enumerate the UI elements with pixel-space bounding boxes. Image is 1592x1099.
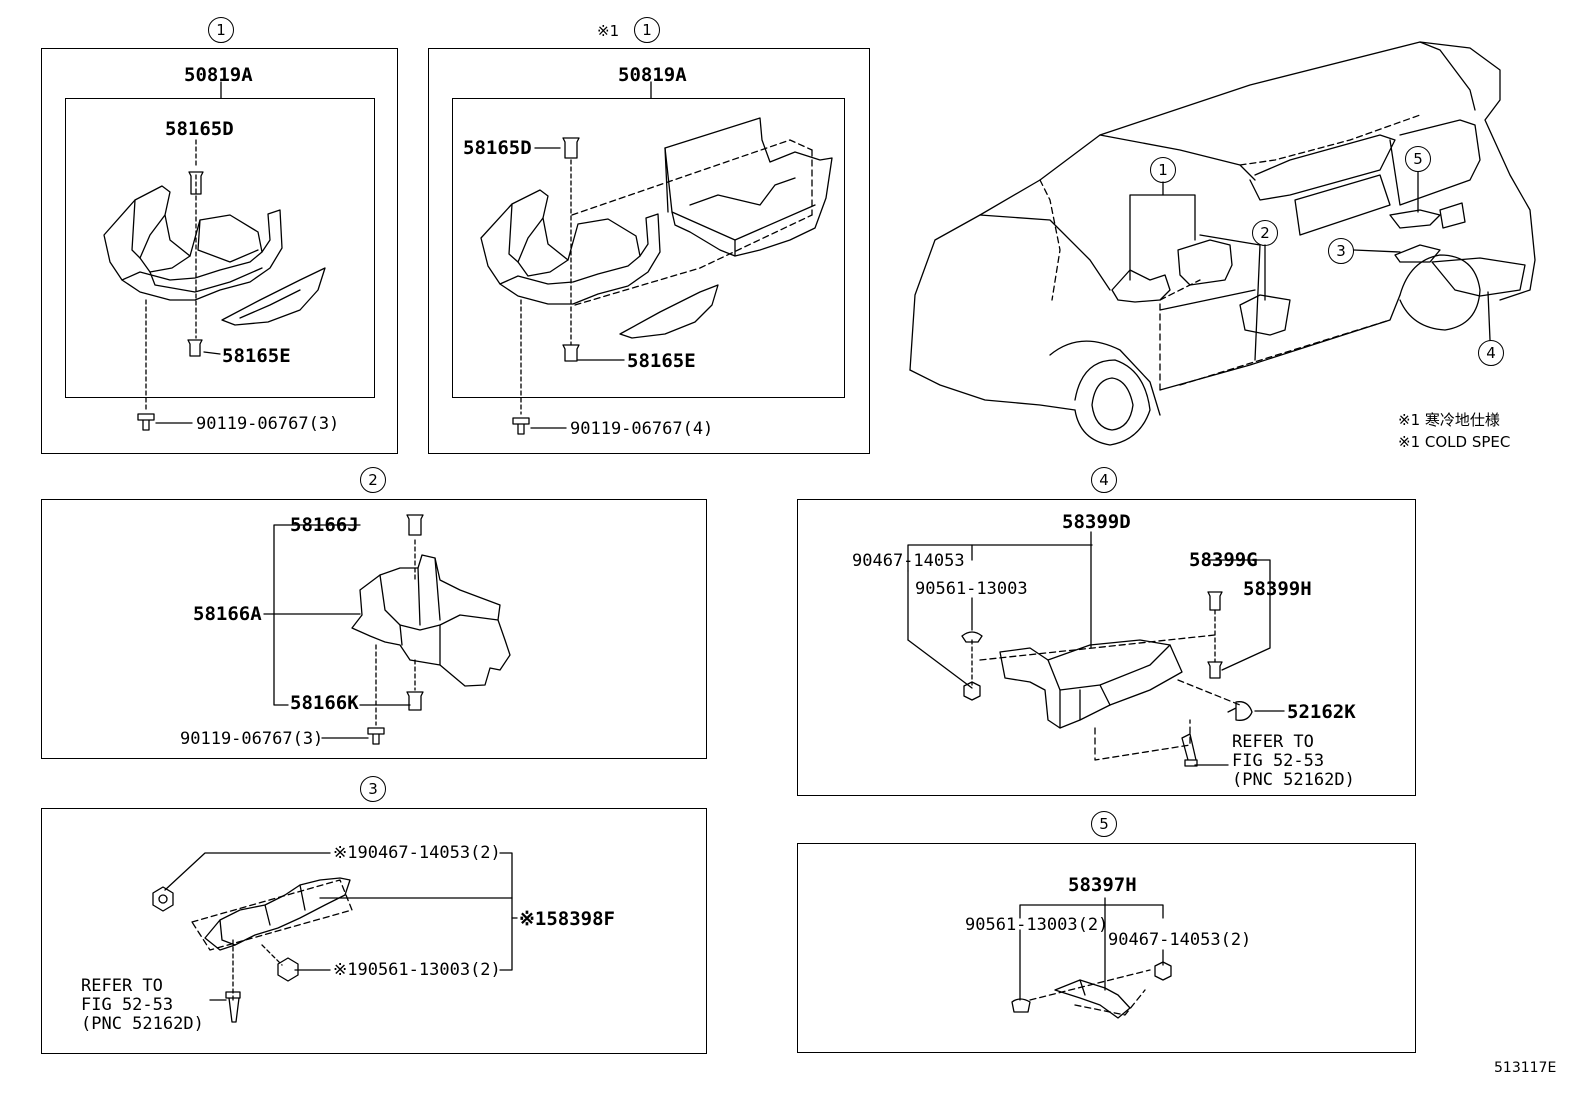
panel-2-leaders [263, 524, 416, 739]
panel-3-leaders [164, 852, 518, 1001]
figure-id: 513117E [1494, 1060, 1557, 1076]
panel-4-leaders [907, 531, 1285, 766]
callout-3: 3 [360, 776, 386, 802]
panel-2-cover [351, 554, 511, 687]
panel-5-leaders [1019, 897, 1164, 1016]
panel-3-refer-line-3: (PNC 52162D) [81, 1014, 204, 1034]
panel-1b-top-pin-label: 58165D [463, 137, 532, 159]
panel-1b-frame [428, 48, 870, 454]
panel-1-tray [103, 185, 326, 326]
panel-1-frame [41, 48, 398, 454]
panel-3-grommet-label: ※190561-13003(2) [333, 960, 501, 980]
callout-1: 1 [208, 17, 234, 43]
panel-3-fasteners [152, 886, 299, 1023]
panel-1b-assy-label: 50819A [618, 64, 687, 86]
panel-1b-inner-frame [452, 98, 845, 398]
cold-spec-note-en: ※1 COLD SPEC [1398, 433, 1511, 451]
panel-2-fasteners [367, 514, 424, 745]
panel-1b-cold-spec-mark: ※1 [597, 22, 620, 40]
panel-5-frame [797, 843, 1416, 1053]
panel-4-clip-label: 52162K [1287, 701, 1356, 723]
vehicle-callout-4: 4 [1478, 340, 1504, 366]
panel-1-assy-label: 50819A [184, 64, 253, 86]
panel-1-inner-frame [65, 98, 375, 398]
panel-4-fasteners [961, 591, 1253, 767]
panel-4-pin-h-label: 58399H [1243, 578, 1312, 600]
panel-4-grommet-label: 90561-13003 [915, 579, 1028, 599]
panel-1b-tray [480, 189, 719, 339]
panel-4-refer-line-1: REFER TO [1232, 732, 1314, 752]
panel-1b-bolt-label: 90119-06767(4) [570, 419, 714, 439]
callout-4: 4 [1091, 467, 1117, 493]
cold-spec-note-jp: ※1 寒冷地仕様 [1398, 411, 1500, 429]
panel-5-cover [1054, 979, 1131, 1019]
vehicle-outline [909, 41, 1536, 446]
panel-3-refer-line-1: REFER TO [81, 976, 163, 996]
panel-1b-leaders [520, 81, 813, 429]
panel-4-cover [999, 639, 1183, 729]
panel-1b-bottom-pin-label: 58165E [627, 350, 696, 372]
panel-2-frame [41, 499, 707, 759]
panel-3-nut-label: ※190467-14053(2) [333, 843, 501, 863]
panel-4-refer-line-3: (PNC 52162D) [1232, 770, 1355, 790]
panel-5-assy-label: 58397H [1068, 874, 1137, 896]
panel-1-bolt-label: 90119-06767(3) [196, 414, 340, 434]
vehicle-callout-3: 3 [1328, 238, 1354, 264]
callout-2: 2 [360, 467, 386, 493]
panel-2-cover-label: 58166A [193, 603, 262, 625]
panel-3-frame [41, 808, 707, 1054]
panel-5-fasteners [1011, 961, 1172, 1013]
panel-1b-cold-cover [664, 117, 833, 257]
panel-1-leaders [145, 81, 222, 424]
panel-3-refer-line-2: FIG 52-53 [81, 995, 174, 1015]
vehicle-parts [1111, 171, 1526, 341]
panel-5-grommet-label: 90561-13003(2) [965, 915, 1109, 935]
panel-1-top-pin-label: 58165D [165, 118, 234, 140]
panel-2-bolt-label: 90119-06767(3) [180, 729, 324, 749]
panel-1-fasteners [137, 171, 204, 431]
callout-1-cold-spec: 1 [634, 17, 660, 43]
panel-4-refer-line-2: FIG 52-53 [1232, 751, 1325, 771]
panel-1b-fasteners [512, 137, 580, 435]
callout-5: 5 [1091, 811, 1117, 837]
panel-3-cover-label: ※158398F [519, 908, 615, 930]
panel-4-frame [797, 499, 1416, 796]
panel-1-bottom-pin-label: 58165E [222, 345, 291, 367]
panel-2-bottom-pin-label: 58166K [290, 692, 359, 714]
panel-3-cover [204, 877, 351, 951]
panel-4-assy-label: 58399D [1062, 511, 1131, 533]
panel-5-nut-label: 90467-14053(2) [1108, 930, 1252, 950]
